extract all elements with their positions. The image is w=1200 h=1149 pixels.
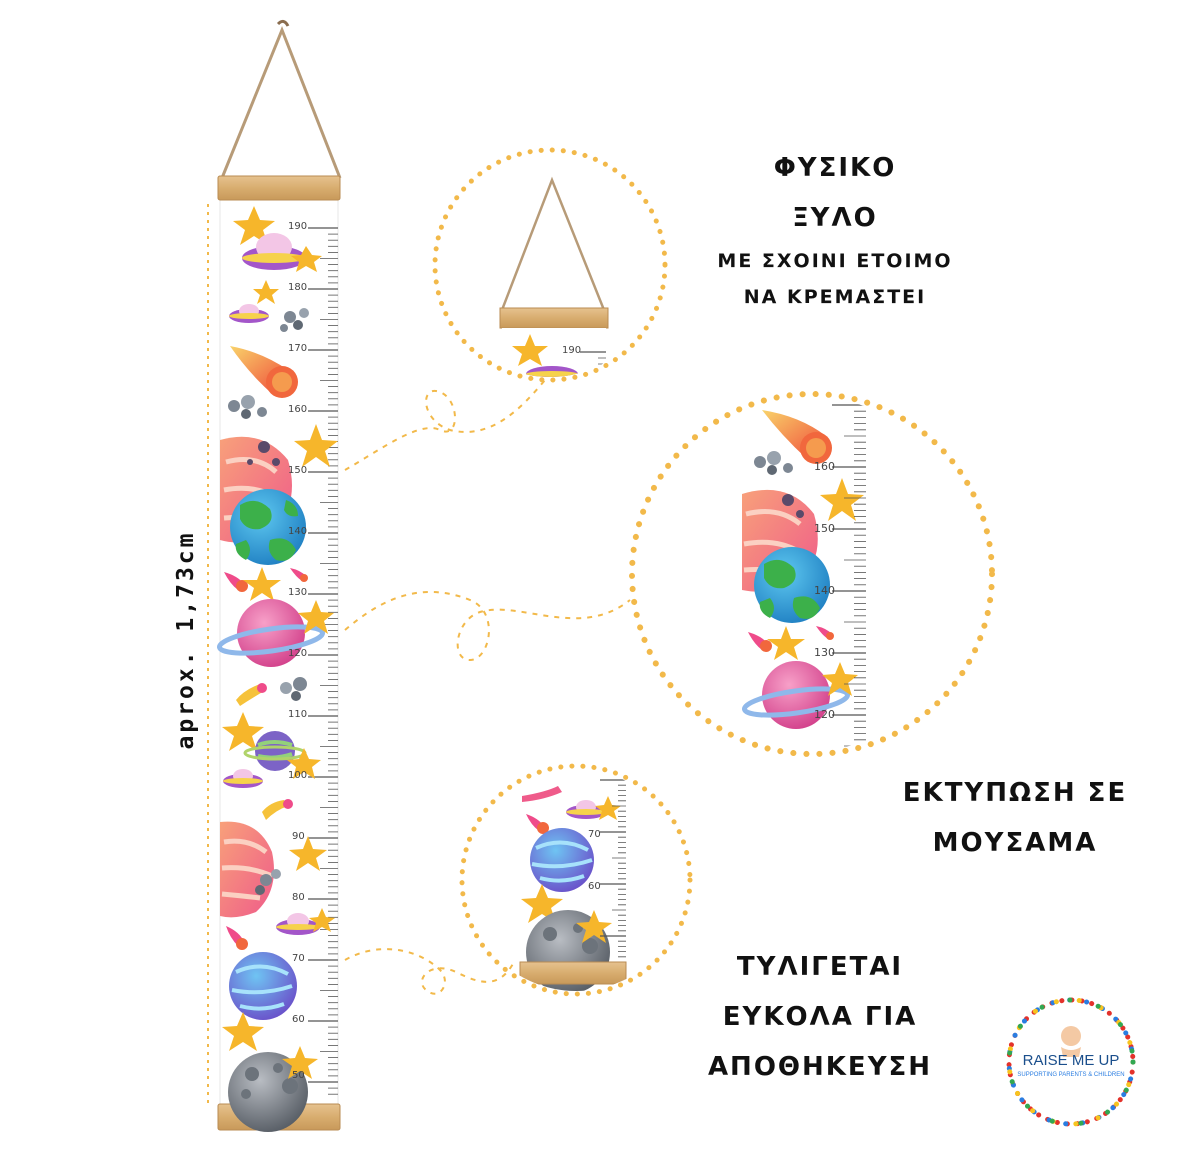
zoom-mid-label: 150 (814, 522, 835, 535)
zoom-mid-label: 140 (814, 584, 835, 597)
ruler-label: 180 (288, 282, 308, 293)
ruler-label: 100 (288, 770, 308, 781)
ruler-label: 140 (288, 526, 308, 537)
feature-canvas: ΕΚΤΥΠΩΣΗ ΣΕ ΜΟΥΣΑΜΑ (870, 768, 1160, 868)
ruler-label: 160 (288, 404, 308, 415)
zoom-mid-label: 130 (814, 646, 835, 659)
ruler-ticks (308, 227, 338, 1095)
ruler-label: 150 (288, 465, 308, 476)
feature-roll: ΤΥΛΙΓΕΤΑΙ ΕΥΚΟΛΑ ΓΙΑ ΑΠΟΘΗΚΕΥΣΗ (680, 942, 960, 1092)
zoom-mid-label: 160 (814, 460, 835, 473)
ruler-label: 170 (288, 343, 308, 354)
zoom-bottom-label: 70 (588, 829, 601, 840)
logo-name: RAISE ME UP (1022, 1052, 1120, 1069)
feature-roll-line3: ΑΠΟΘΗΚΕΥΣΗ (707, 1052, 933, 1082)
ruler-label: 50 (292, 1070, 305, 1081)
ruler-label: 190 (288, 221, 308, 232)
zoom-bottom-label: 60 (588, 881, 601, 892)
raise-me-up-logo (1006, 997, 1136, 1127)
zoom-circle-roll (459, 763, 693, 997)
feature-wood: ΦΥΣΙΚΟ ΞΥΛΟ ΜΕ ΣΧΟΙΝΙ ΕΤΟΙΜΟ ΝΑ ΚΡΕΜΑΣΤΕ… (700, 143, 970, 315)
zoom-mid-label: 120 (814, 708, 835, 721)
feature-wood-line3: ΜΕ ΣΧΟΙΝΙ ΕΤΟΙΜΟ (717, 250, 953, 272)
feature-wood-line1: ΦΥΣΙΚΟ (773, 153, 897, 183)
feature-wood-line2: ΞΥΛΟ (792, 203, 878, 233)
connector-lines (344, 379, 631, 995)
ruler-label: 60 (292, 1014, 305, 1025)
ruler-label: 70 (292, 953, 305, 964)
zoom-circle-wood (432, 147, 668, 383)
feature-canvas-line2: ΜΟΥΣΑΜΑ (932, 828, 1098, 858)
ruler-label: 80 (292, 892, 305, 903)
ruler-label: 90 (292, 831, 305, 842)
ruler-label: 120 (288, 648, 308, 659)
ruler-label: 130 (288, 587, 308, 598)
feature-roll-line2: ΕΥΚΟΛΑ ΓΙΑ (722, 1002, 918, 1032)
height-label: aprox. 1,73cm (173, 530, 199, 750)
feature-wood-line4: ΝΑ ΚΡΕΜΑΣΤΕΙ (743, 286, 927, 308)
ruler-label: 110 (288, 709, 308, 720)
feature-roll-line1: ΤΥΛΙΓΕΤΑΙ (736, 952, 904, 982)
logo-tagline: SUPPORTING PARENTS & CHILDREN (1017, 1072, 1125, 1078)
zoom-circle-canvas (629, 391, 995, 757)
space-illustrations (216, 206, 338, 1132)
zoom-top-label: 190 (562, 345, 582, 356)
feature-canvas-line1: ΕΚΤΥΠΩΣΗ ΣΕ (902, 778, 1128, 808)
